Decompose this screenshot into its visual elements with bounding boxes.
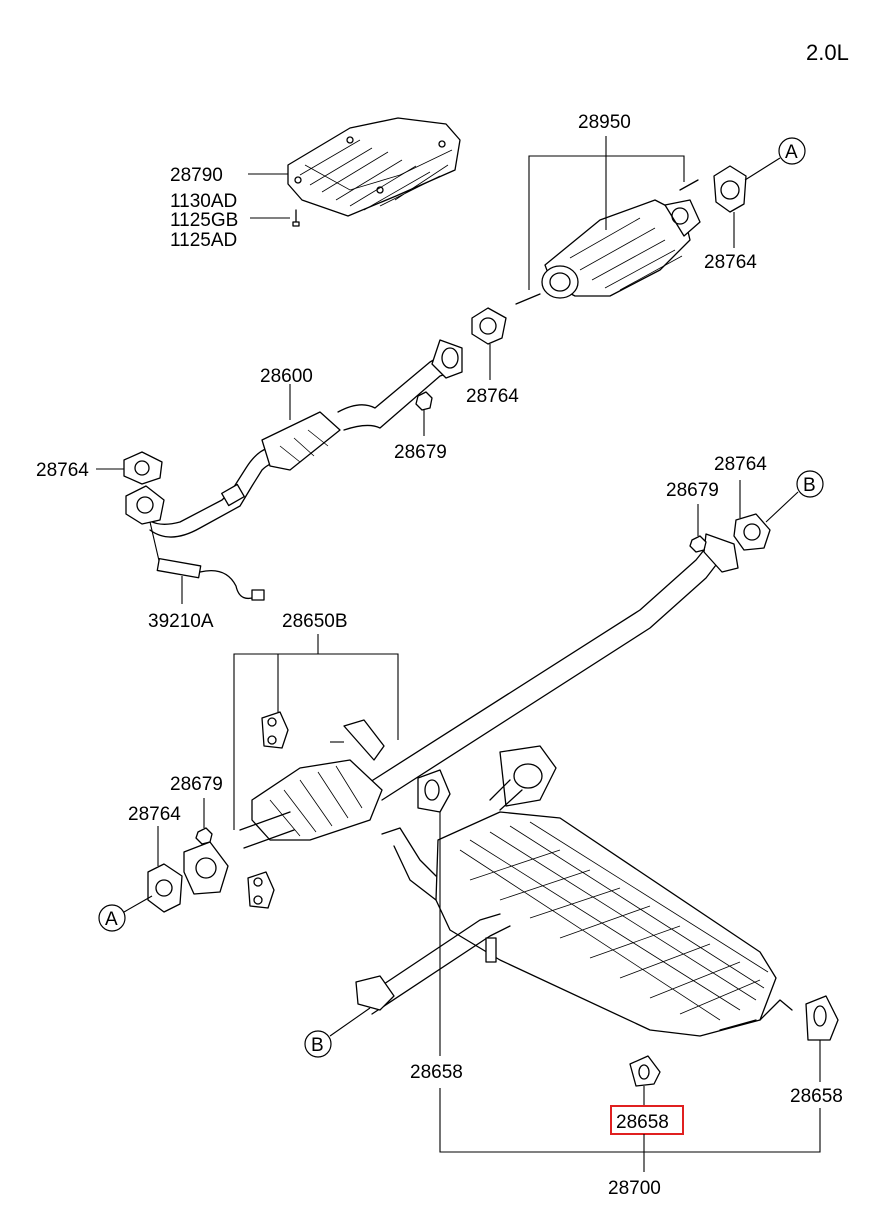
ref-b-top: B — [803, 475, 816, 496]
hanger-28658-left[interactable] — [417, 769, 451, 813]
ref-circle-b-bottom — [304, 1030, 332, 1058]
label-1125AD: 1125AD — [170, 230, 237, 251]
label-28950: 28950 — [578, 112, 631, 133]
label-28658-right: 28658 — [790, 1086, 843, 1107]
oxygen-sensor-39210A[interactable] — [149, 521, 265, 601]
label-28764-a: 28764 — [704, 252, 757, 273]
catalytic-converter-28950[interactable] — [515, 179, 701, 305]
ref-circle-a-top — [778, 137, 806, 165]
engine-size-label: 2.0L — [806, 40, 849, 65]
leader-28700-bracket — [439, 1088, 821, 1153]
gasket-28764-center-top[interactable] — [733, 513, 771, 551]
label-28600: 28600 — [260, 366, 313, 387]
ref-a-top: A — [785, 142, 798, 163]
gasket-28764-left[interactable] — [123, 451, 163, 485]
label-28658-highlighted: 28658 — [616, 1112, 669, 1133]
nut-28679-center-top[interactable] — [689, 535, 707, 553]
gasket-28764-center-left[interactable] — [147, 863, 183, 913]
center-pipe[interactable] — [239, 533, 739, 849]
front-pipe-28600[interactable] — [125, 339, 463, 538]
label-28764-left: 28764 — [36, 460, 89, 481]
label-28679-center-left: 28679 — [170, 774, 223, 795]
ref-circle-a-bottom — [98, 904, 126, 932]
leader-ref-b-top — [765, 491, 799, 523]
hanger-28650B-top[interactable] — [261, 711, 289, 749]
bolt-icon — [292, 209, 300, 227]
under-cover-28790[interactable] — [287, 117, 461, 217]
ref-a-bottom: A — [105, 909, 118, 930]
ref-circle-b-top — [796, 470, 824, 498]
muffler-assy-28700[interactable] — [355, 745, 793, 1037]
label-28764-center-top: 28764 — [714, 454, 767, 475]
label-39210A: 39210A — [148, 611, 214, 632]
hanger-28650B-bottom[interactable] — [247, 871, 275, 909]
hanger-28658-center[interactable] — [629, 1055, 661, 1087]
label-28700: 28700 — [608, 1178, 661, 1199]
leader-ref-b-bottom — [329, 1007, 371, 1037]
ref-b-bottom: B — [311, 1035, 324, 1056]
gasket-28764-front-pipe[interactable] — [471, 307, 507, 345]
leader-ref-a-top — [744, 157, 781, 181]
label-1130AD: 1130AD — [170, 191, 237, 212]
leader-28650B-bracket — [233, 653, 399, 830]
label-28764-front-pipe: 28764 — [466, 386, 519, 407]
gasket-28764-a[interactable] — [713, 165, 747, 213]
label-28764-center-left: 28764 — [128, 804, 181, 825]
label-28658-left: 28658 — [410, 1062, 463, 1083]
label-28679-front: 28679 — [394, 442, 447, 463]
nut-28679-front[interactable] — [415, 391, 433, 411]
highlight-box[interactable] — [610, 1105, 684, 1135]
label-28679-center-top: 28679 — [666, 480, 719, 501]
label-28650B: 28650B — [282, 611, 348, 632]
label-28790: 28790 — [170, 165, 223, 186]
leader-ref-a-bottom — [123, 895, 153, 913]
hanger-28658-right[interactable] — [805, 995, 839, 1041]
label-1125GB: 1125GB — [170, 210, 238, 231]
flange-center-left[interactable] — [183, 841, 229, 895]
